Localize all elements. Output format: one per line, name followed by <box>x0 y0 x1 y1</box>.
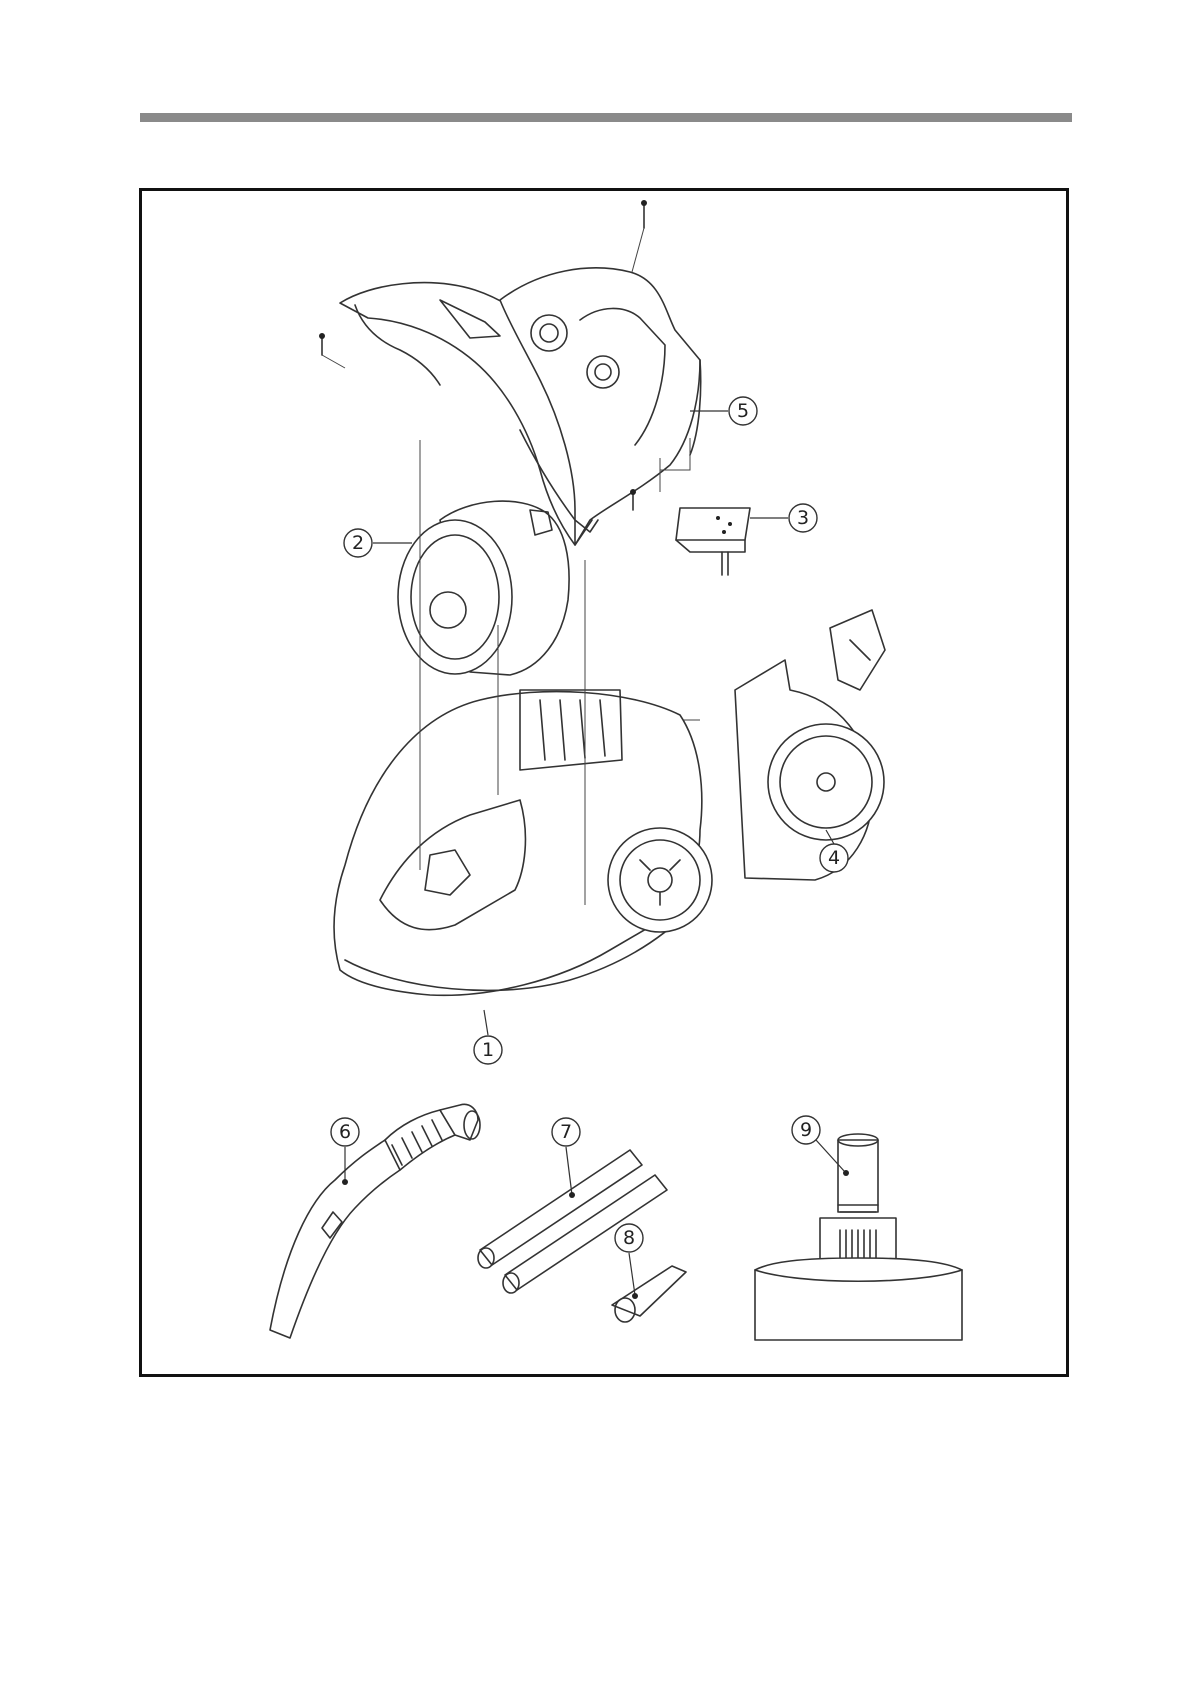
callout-8-label: 8 <box>623 1227 635 1249</box>
extension-tubes <box>478 1150 667 1293</box>
floor-nozzle <box>755 1134 962 1340</box>
top-cover <box>319 200 701 545</box>
callout-2-label: 2 <box>352 532 364 554</box>
callout-7-label: 7 <box>560 1121 572 1143</box>
callout-3-label: 3 <box>797 507 809 529</box>
callout-6-label: 6 <box>339 1121 351 1143</box>
callout-1: 1 <box>474 1010 502 1064</box>
callout-2: 2 <box>344 529 412 557</box>
crevice-tool <box>612 1266 686 1322</box>
callout-9-label: 9 <box>800 1119 812 1141</box>
callout-1-label: 1 <box>482 1039 494 1061</box>
callout-4-label: 4 <box>828 847 840 869</box>
callout-3: 3 <box>750 504 817 532</box>
filter-motor-unit <box>398 501 569 675</box>
hose <box>270 1104 480 1338</box>
callout-5-label: 5 <box>737 400 749 422</box>
